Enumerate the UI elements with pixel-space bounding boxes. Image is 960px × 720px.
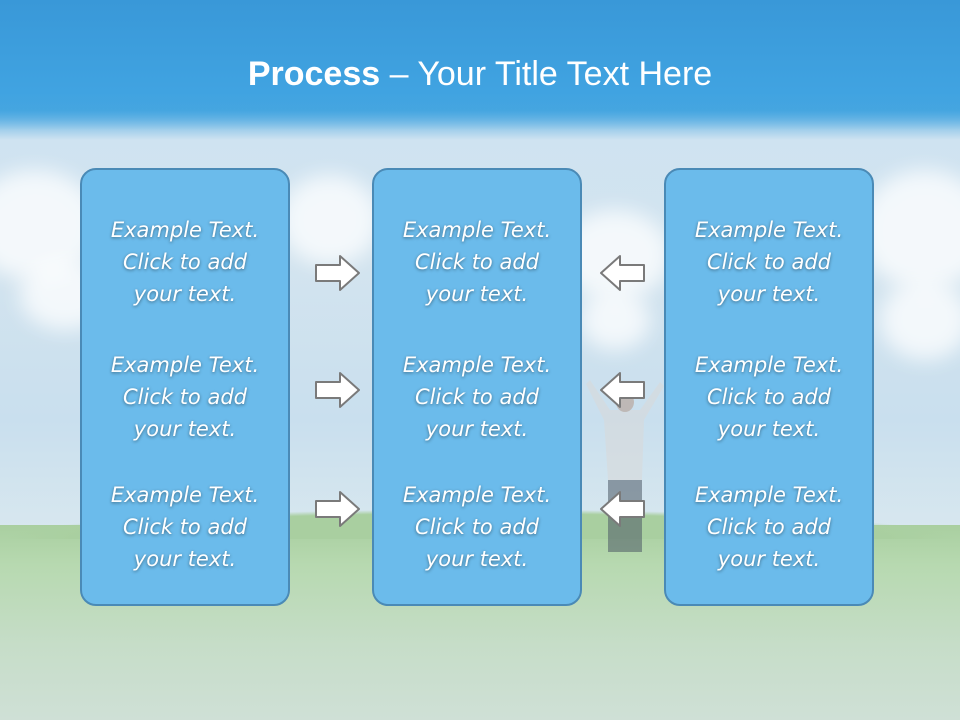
text-line: Click to add: [122, 385, 247, 409]
slide-title[interactable]: Process – Your Title Text Here: [0, 52, 960, 96]
title-rest: – Your Title Text Here: [380, 55, 713, 93]
text-line: Click to add: [706, 515, 831, 539]
text-block[interactable]: Example Text. Click to add your text.: [666, 349, 872, 445]
text-line: Example Text.: [110, 218, 260, 242]
text-block[interactable]: Example Text. Click to add your text.: [374, 349, 580, 445]
text-line: your text.: [133, 417, 237, 441]
text-line: your text.: [717, 417, 821, 441]
arrow-left-icon: [600, 255, 645, 291]
text-line: your text.: [133, 547, 237, 571]
text-line: Example Text.: [402, 353, 552, 377]
header-band: [0, 0, 960, 130]
text-line: your text.: [425, 547, 529, 571]
title-bold: Process: [247, 55, 381, 93]
text-line: Example Text.: [694, 218, 844, 242]
arrow-right-icon: [315, 372, 360, 408]
text-block[interactable]: Example Text. Click to add your text.: [82, 479, 288, 575]
text-line: Example Text.: [402, 218, 552, 242]
text-line: your text.: [133, 282, 237, 306]
text-line: Click to add: [706, 250, 831, 274]
text-line: Click to add: [414, 515, 539, 539]
text-line: Click to add: [414, 385, 539, 409]
text-line: Example Text.: [110, 353, 260, 377]
arrow-right-icon: [315, 491, 360, 527]
text-line: Example Text.: [694, 483, 844, 507]
process-box-right[interactable]: Example Text. Click to add your text. Ex…: [664, 168, 874, 606]
text-line: Click to add: [122, 250, 247, 274]
text-line: your text.: [425, 417, 529, 441]
process-box-center[interactable]: Example Text. Click to add your text. Ex…: [372, 168, 582, 606]
text-block[interactable]: Example Text. Click to add your text.: [374, 214, 580, 310]
text-line: your text.: [717, 282, 821, 306]
text-line: Example Text.: [402, 483, 552, 507]
process-box-left[interactable]: Example Text. Click to add your text. Ex…: [80, 168, 290, 606]
text-line: Click to add: [122, 515, 247, 539]
arrow-left-icon: [600, 491, 645, 527]
text-line: your text.: [717, 547, 821, 571]
text-block[interactable]: Example Text. Click to add your text.: [666, 479, 872, 575]
text-line: your text.: [425, 282, 529, 306]
arrow-left-icon: [600, 372, 645, 408]
text-block[interactable]: Example Text. Click to add your text.: [82, 214, 288, 310]
text-block[interactable]: Example Text. Click to add your text.: [374, 479, 580, 575]
text-line: Click to add: [414, 250, 539, 274]
text-block[interactable]: Example Text. Click to add your text.: [666, 214, 872, 310]
text-line: Example Text.: [110, 483, 260, 507]
text-block[interactable]: Example Text. Click to add your text.: [82, 349, 288, 445]
text-line: Click to add: [706, 385, 831, 409]
arrow-right-icon: [315, 255, 360, 291]
text-line: Example Text.: [694, 353, 844, 377]
